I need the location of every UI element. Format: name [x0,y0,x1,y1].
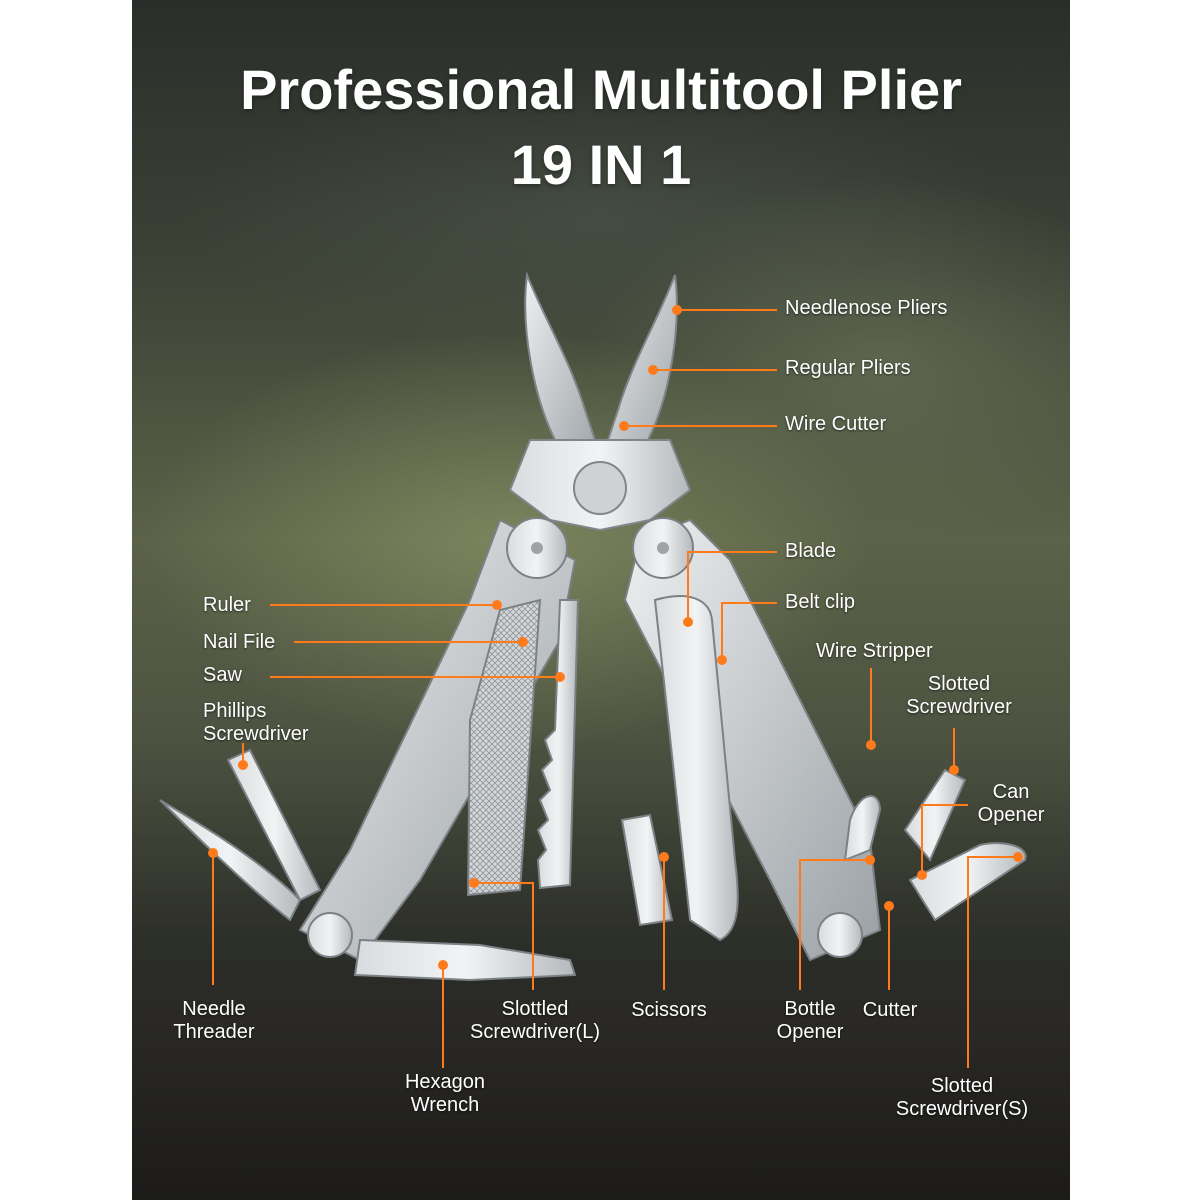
label-slotted-s-line2: Screwdriver(S) [895,1098,1029,1120]
label-blade: Blade [785,540,837,562]
label-wire-stripper: Wire Stripper [816,640,933,662]
label-phillips-line1: Phillips [203,700,267,722]
hexagon-wrench-tool [353,938,577,982]
rock-ground [132,960,1070,1200]
label-needle-threader-line1: Needle [182,998,246,1020]
label-regular-pliers: Regular Pliers [785,357,911,379]
label-hexagon-wrench: Hexagon Wrench [385,1071,505,1117]
label-can-opener-line2: Opener [977,804,1045,826]
label-slotted-screwdriver-line2: Screwdriver [906,696,1012,718]
label-slotted-screwdriver-s: Slotted Screwdriver(S) [882,1075,1042,1121]
label-scissors: Scissors [631,999,707,1021]
product-poster: Professional Multitool Plier 19 IN 1 [132,0,1070,1200]
label-cutter: Cutter [862,999,918,1021]
label-slotted-s-line1: Slotted [930,1075,994,1097]
label-needle-threader-line2: Threader [173,1021,255,1043]
wire-stripper-hook [843,795,882,862]
label-hexagon-wrench-line2: Wrench [410,1094,480,1116]
label-bottle-opener: Bottle Opener [762,998,858,1044]
label-phillips-line2: Screwdriver [203,723,309,745]
label-wire-cutter: Wire Cutter [785,413,887,435]
label-slotted-screwdriver-line1: Slotted [927,673,991,695]
label-can-opener: Can Opener [966,781,1056,827]
label-slotted-screwdriver: Slotted Screwdriver [895,673,1023,719]
saw-blade [536,599,580,890]
nail-file [466,598,542,897]
label-phillips-screwdriver: Phillips Screwdriver [203,700,309,746]
scissors-tool [620,813,674,927]
label-slotted-l-line1: Slottled [501,998,569,1020]
page-title: Professional Multitool Plier [240,58,962,121]
label-ruler: Ruler [203,594,251,616]
label-slotted-l-line2: Screwdriver(L) [469,1021,601,1043]
label-bottle-opener-line1: Bottle [784,998,836,1020]
label-needle-threader: Needle Threader [158,998,270,1044]
label-saw: Saw [203,664,242,686]
label-needlenose-pliers: Needlenose Pliers [785,297,948,319]
label-hexagon-wrench-line1: Hexagon [404,1071,486,1093]
page-subtitle: 19 IN 1 [510,133,692,196]
label-can-opener-line1: Can [992,781,1030,803]
label-slotted-screwdriver-l: Slottled Screwdriver(L) [458,998,612,1044]
needle-threader-blade [159,799,302,922]
label-belt-clip: Belt clip [785,591,856,613]
label-nail-file: Nail File [203,631,276,653]
label-bottle-opener-line2: Opener [776,1021,844,1043]
